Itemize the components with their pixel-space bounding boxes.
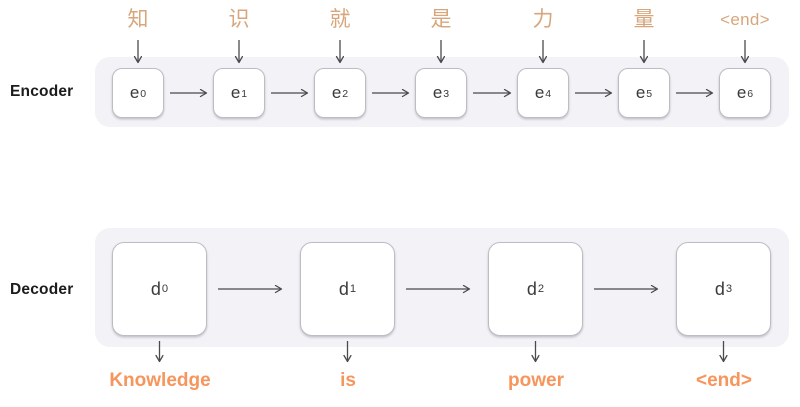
input-token-5: 量 (633, 8, 655, 31)
input-token-2: 就 (329, 8, 351, 31)
encoder-label: Encoder (10, 83, 74, 100)
decoder-container (95, 228, 789, 347)
cell-base: d (150, 278, 161, 299)
input-token-4: 力 (532, 8, 554, 31)
input-token-0: 知 (127, 8, 149, 31)
cell-subscript: 6 (747, 87, 754, 100)
cell-subscript: 5 (646, 87, 653, 100)
cell-subscript: 1 (349, 283, 357, 296)
cell-base: e (534, 83, 545, 102)
decoder-label: Decoder (10, 281, 74, 298)
cell-base: e (635, 83, 646, 102)
output-token-2: power (508, 370, 564, 391)
cell-base: d (526, 278, 537, 299)
cell-subscript: 0 (161, 283, 169, 296)
cell-base: d (714, 278, 725, 299)
cell-subscript: 3 (725, 283, 733, 296)
input-token-end: <end> (720, 10, 770, 29)
cell-subscript: 0 (140, 87, 147, 100)
cell-subscript: 3 (443, 87, 450, 100)
input-token-1: 识 (228, 8, 250, 31)
cell-base: e (230, 83, 241, 102)
cell-subscript: 2 (537, 283, 545, 296)
cell-base: e (331, 83, 342, 102)
cell-subscript: 4 (545, 87, 552, 100)
cell-base: e (736, 83, 747, 102)
output-token-end: <end> (696, 370, 752, 391)
input-token-3: 是 (430, 8, 452, 31)
cell-base: d (338, 278, 349, 299)
output-token-0: Knowledge (109, 370, 211, 391)
cell-subscript: 2 (342, 87, 349, 100)
cell-subscript: 1 (241, 87, 248, 100)
cell-base: e (129, 83, 140, 102)
cell-base: e (432, 83, 443, 102)
output-token-1: is (340, 370, 356, 391)
